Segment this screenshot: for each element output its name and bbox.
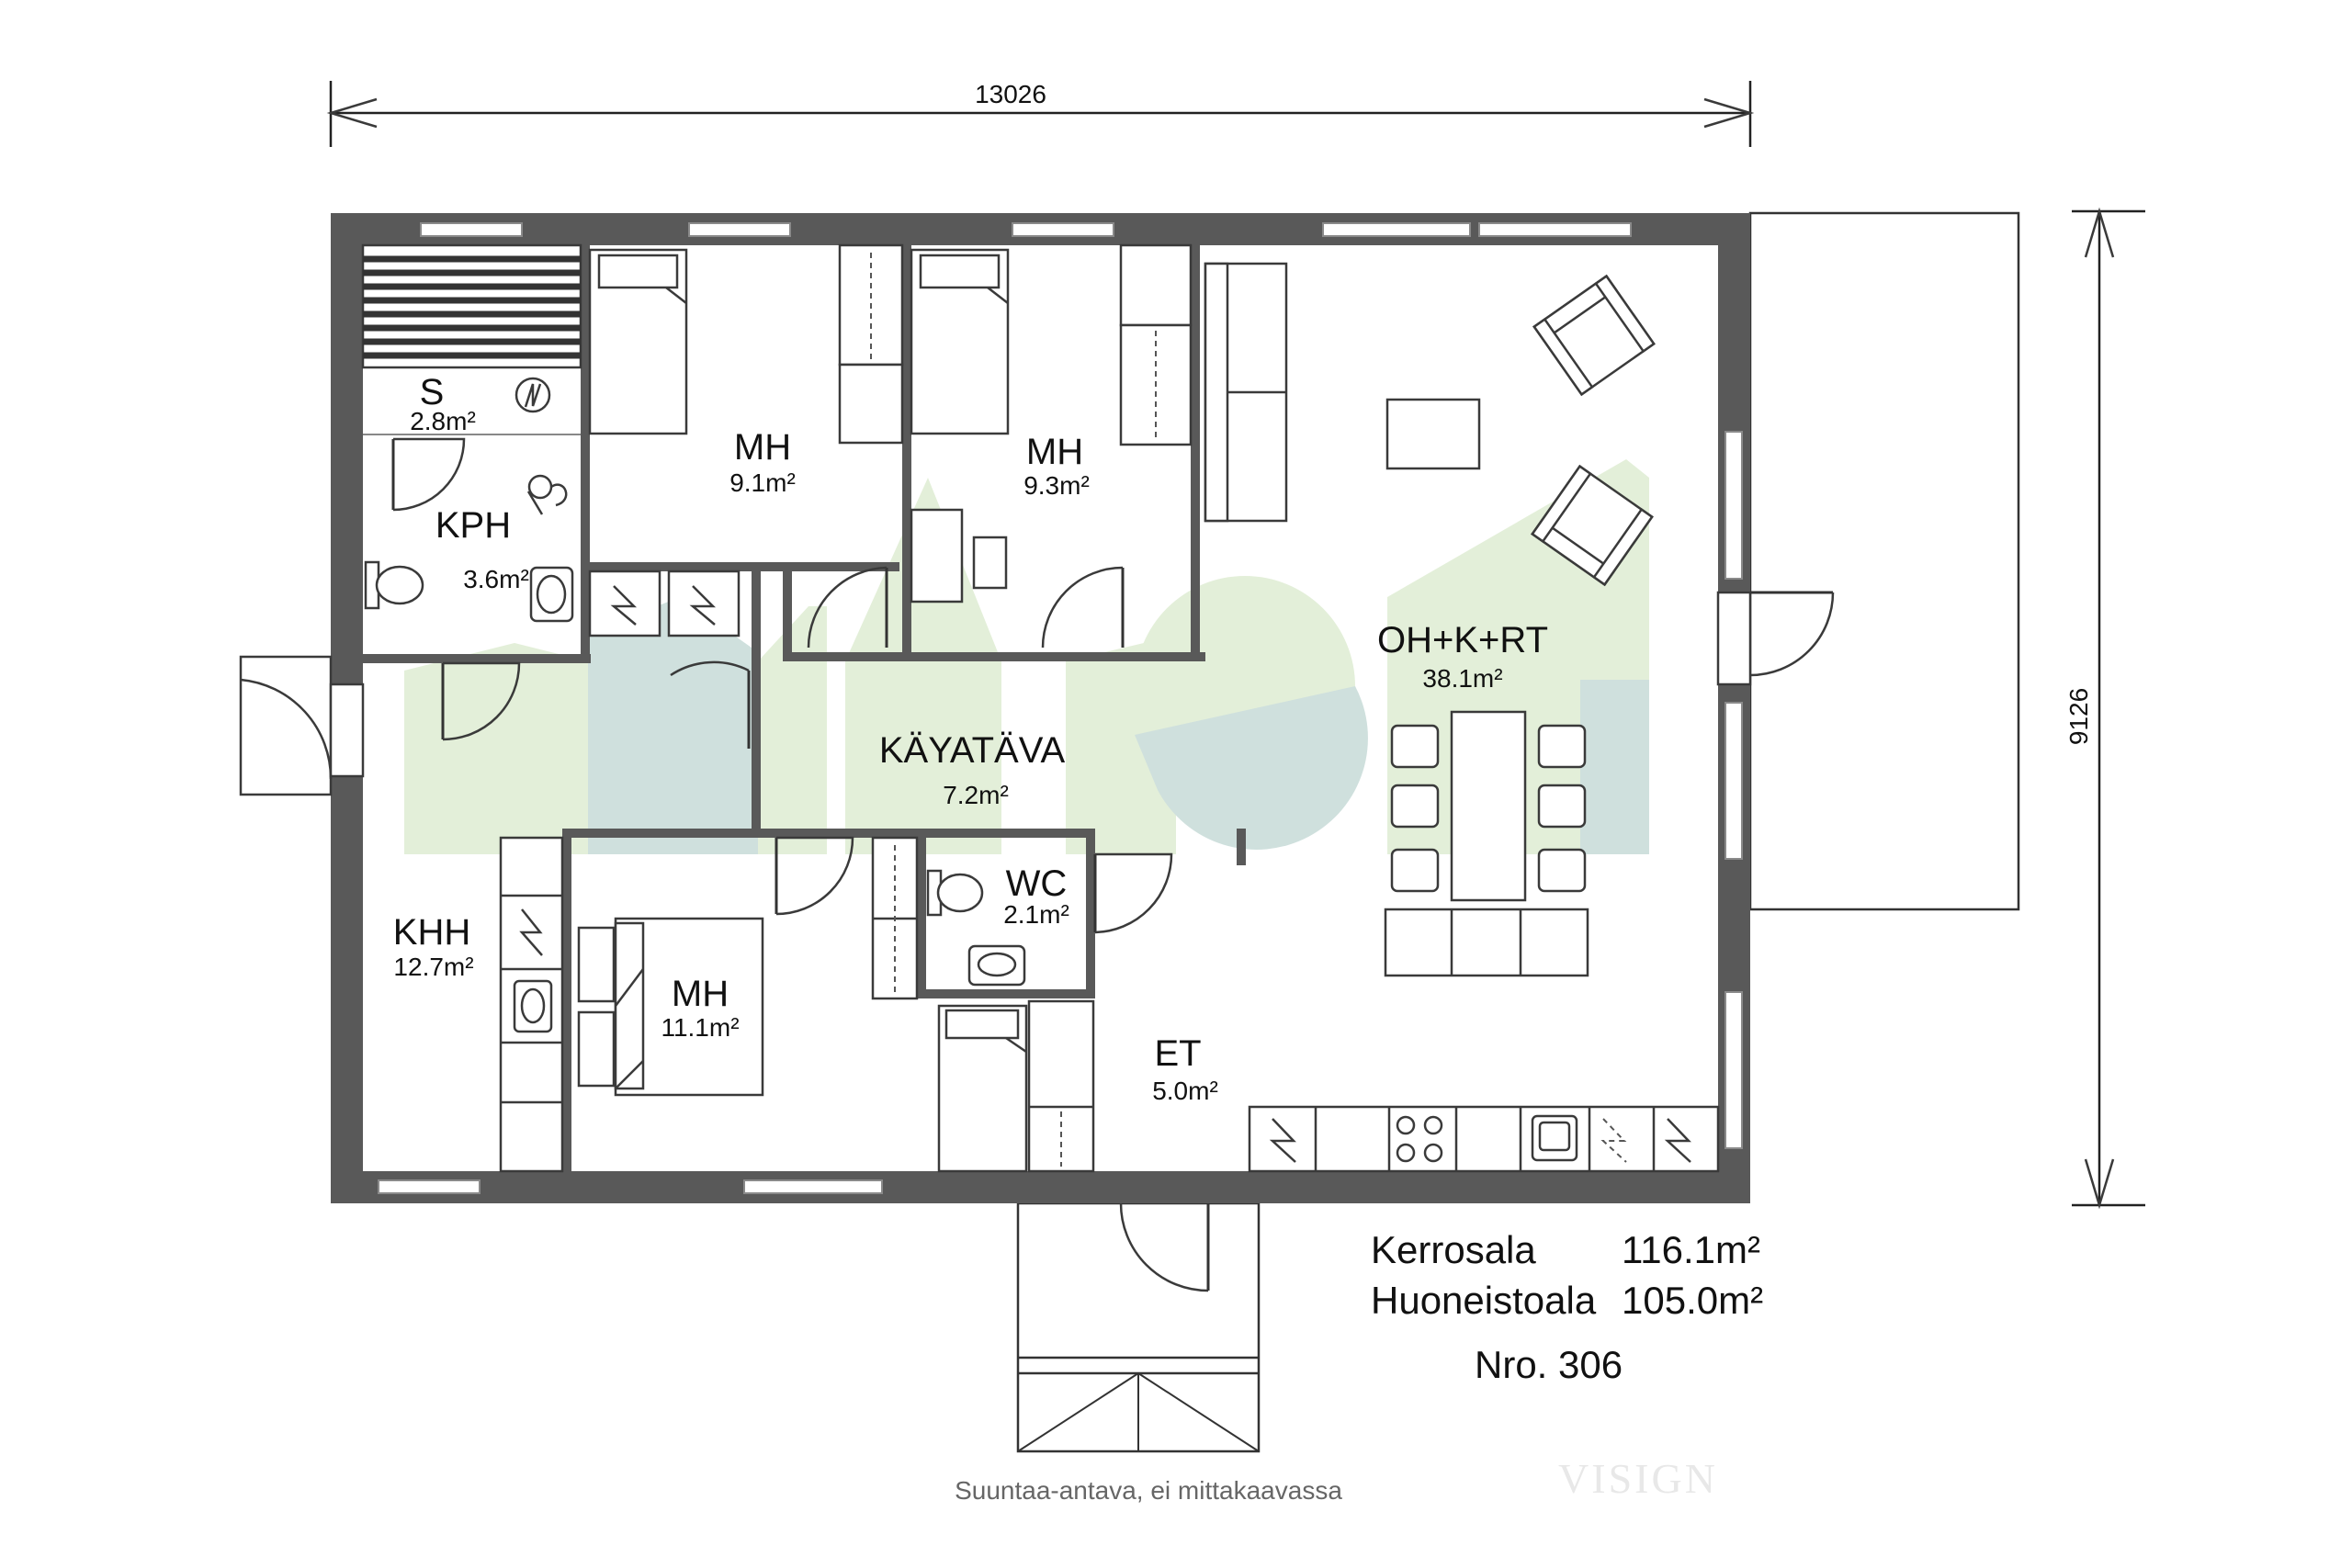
room-name-mh1: MH [734,427,791,468]
coffee-table [1385,398,1481,470]
bed-et [937,1004,1028,1173]
wc-toilet-icon [926,869,984,917]
room-area-oh: 38.1m² [1422,664,1502,693]
room-name-khh: KHH [393,912,470,953]
room-area-mh1: 9.1m² [729,468,796,497]
room-name-s: S [420,372,445,412]
plan-number: Nro. 306 [1475,1343,1623,1386]
outer-walls [331,213,1750,1203]
room-area-mh3: 11.1m² [661,1013,739,1042]
dimension-width-label: 13026 [975,80,1046,108]
room-name-kph: KPH [435,505,511,546]
area-summary: Kerrosala 116.1m² Huoneistoala 105.0m² N… [1371,1228,1763,1386]
room-area-kph: 3.6m² [463,565,529,593]
room-name-mh3: MH [672,974,729,1014]
room-name-oh: OH+K+RT [1377,620,1548,660]
kitchen-counter [1248,1105,1720,1173]
huoneistoala-value: 105.0m² [1622,1279,1763,1322]
bed-mh1 [588,248,688,435]
room-name-kaytava: KÄYATÄVA [879,730,1066,771]
room-area-wc: 2.1m² [1003,900,1069,929]
dimension-height-label: 9126 [2064,688,2093,745]
armchair-top [1532,274,1656,397]
wardrobe-mh2 [1119,243,1193,446]
room-area-mh2: 9.3m² [1023,471,1090,500]
bed-mh3 [577,917,764,1097]
disclaimer: Suuntaa-antava, ei mittakaavassa [955,1476,1342,1505]
windows [378,222,1743,1194]
terrace [1748,211,2020,911]
entry-porch [1016,1201,1261,1453]
utility-counter [499,836,564,1173]
huoneistoala-label: Huoneistoala [1371,1279,1597,1322]
wc-washbasin-icon [967,944,1026,987]
room-name-mh2: MH [1026,432,1083,472]
sauna-stove-icon [514,377,551,413]
room-area-s: 2.8m² [410,407,476,435]
wardrobe-mh3 [871,836,919,1000]
dining-table [1450,710,1527,902]
kitchen-island [1384,908,1589,977]
room-area-et: 5.0m² [1152,1077,1218,1105]
sauna-bench [361,243,582,435]
dimension-width: 13026 [326,80,1755,147]
dimension-height: 9126 [2064,207,2145,1210]
washbasin-icon [529,566,574,623]
shower-icon [526,474,568,515]
dining-chairs [1390,724,1587,893]
kerrosala-value: 116.1m² [1622,1228,1760,1271]
armchair-bottom [1531,464,1654,587]
wardrobe-et [1027,999,1095,1173]
watermark: VISIGN [1558,1455,1718,1502]
room-area-kaytava: 7.2m² [943,781,1009,809]
wardrobe-cabinets [588,570,741,637]
desk-mh2 [910,508,1008,604]
room-name-wc: WC [1006,863,1068,904]
wardrobe-mh1 [838,243,904,445]
interior-walls [363,245,1246,1171]
room-name-et: ET [1154,1033,1201,1074]
toilet-icon [364,560,424,610]
doors [239,437,1835,1292]
sofa [1204,262,1288,523]
kerrosala-label: Kerrosala [1371,1228,1536,1271]
room-area-khh: 12.7m² [393,953,473,981]
bed-mh2 [910,248,1010,435]
